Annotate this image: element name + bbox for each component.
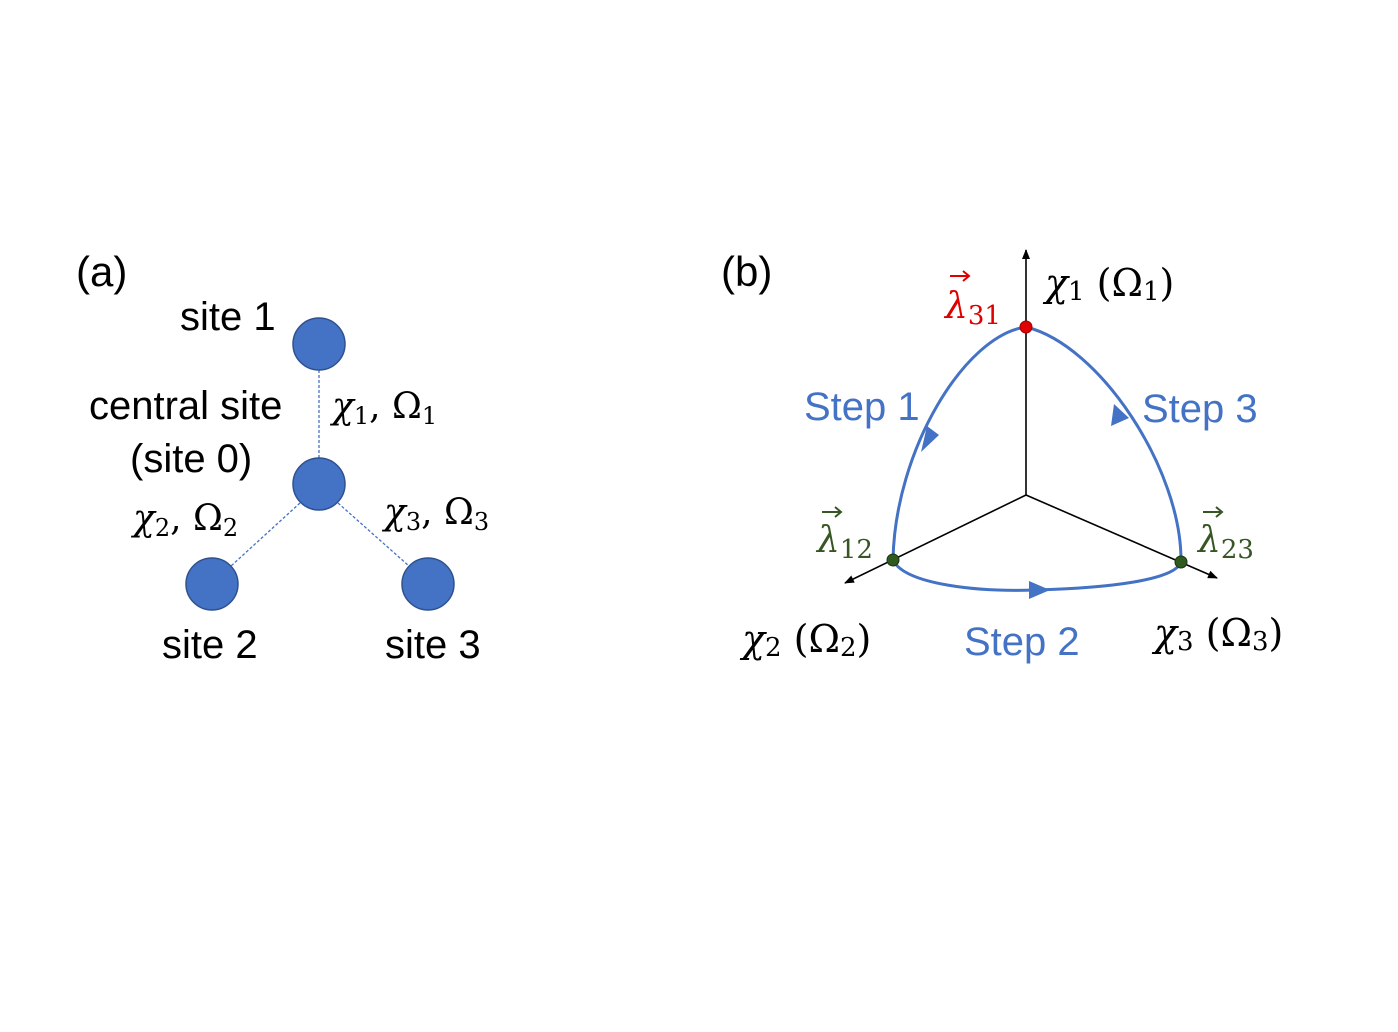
- step-3-label: Step 3: [1142, 387, 1258, 431]
- coupling-1-label: χ1, Ω1: [329, 386, 437, 430]
- axis-chi2-label: χ2 (Ω2): [739, 617, 871, 663]
- step-3-path: [1025, 325, 1183, 563]
- site-3-label: site 3: [385, 623, 481, 667]
- step-2-label: Step 2: [964, 620, 1080, 664]
- axis-chi2: [844, 494, 1027, 584]
- lambda12-label: λ12: [815, 506, 873, 565]
- svg-text:λ23: λ23: [1196, 520, 1254, 565]
- step-3-arrow-icon: [1111, 404, 1129, 426]
- vector-arrow-icon: [822, 506, 843, 518]
- point-lambda12: [886, 553, 900, 567]
- svg-text:λ31: λ31: [943, 286, 1001, 331]
- axis-chi3: [1025, 494, 1218, 579]
- axis-chi1-label: χ1 (Ω1): [1042, 261, 1174, 307]
- site-2-label: site 2: [162, 623, 258, 667]
- step-1-arrow-icon: [921, 426, 939, 452]
- bond-3: [337, 502, 410, 567]
- panel-a: (a) site 1 central site (site 0) site 2 …: [76, 248, 489, 667]
- bond-2: [230, 502, 301, 567]
- panel-b: (b) λ31 λ12 λ23 Step 1 Step 2 Step 3 χ1 …: [721, 248, 1283, 664]
- site-1-node: [292, 317, 346, 371]
- axis-chi3-label: χ3 (Ω3): [1151, 611, 1283, 657]
- point-lambda23: [1174, 555, 1188, 569]
- vector-arrow-icon: [1203, 506, 1224, 518]
- vector-arrow-icon: [950, 270, 971, 282]
- point-lambda31: [1019, 320, 1033, 334]
- panel-b-label: (b): [721, 248, 772, 295]
- lambda23-label: λ23: [1196, 506, 1254, 565]
- central-site-node: [292, 457, 346, 511]
- coupling-3-label: χ3, Ω3: [381, 492, 489, 536]
- coupling-2-label: χ2, Ω2: [130, 498, 238, 542]
- step-1-label: Step 1: [804, 385, 920, 429]
- central-site-sublabel: (site 0): [130, 437, 252, 481]
- site-1-label: site 1: [180, 295, 276, 339]
- lambda31-label: λ31: [943, 270, 1001, 331]
- step-2-arrow-icon: [1029, 581, 1050, 599]
- site-3-node: [401, 557, 455, 611]
- svg-text:λ12: λ12: [815, 520, 873, 565]
- site-2-node: [185, 557, 239, 611]
- panel-a-label: (a): [76, 248, 127, 295]
- central-site-label: central site: [89, 384, 282, 428]
- step-1-path: [891, 325, 1027, 561]
